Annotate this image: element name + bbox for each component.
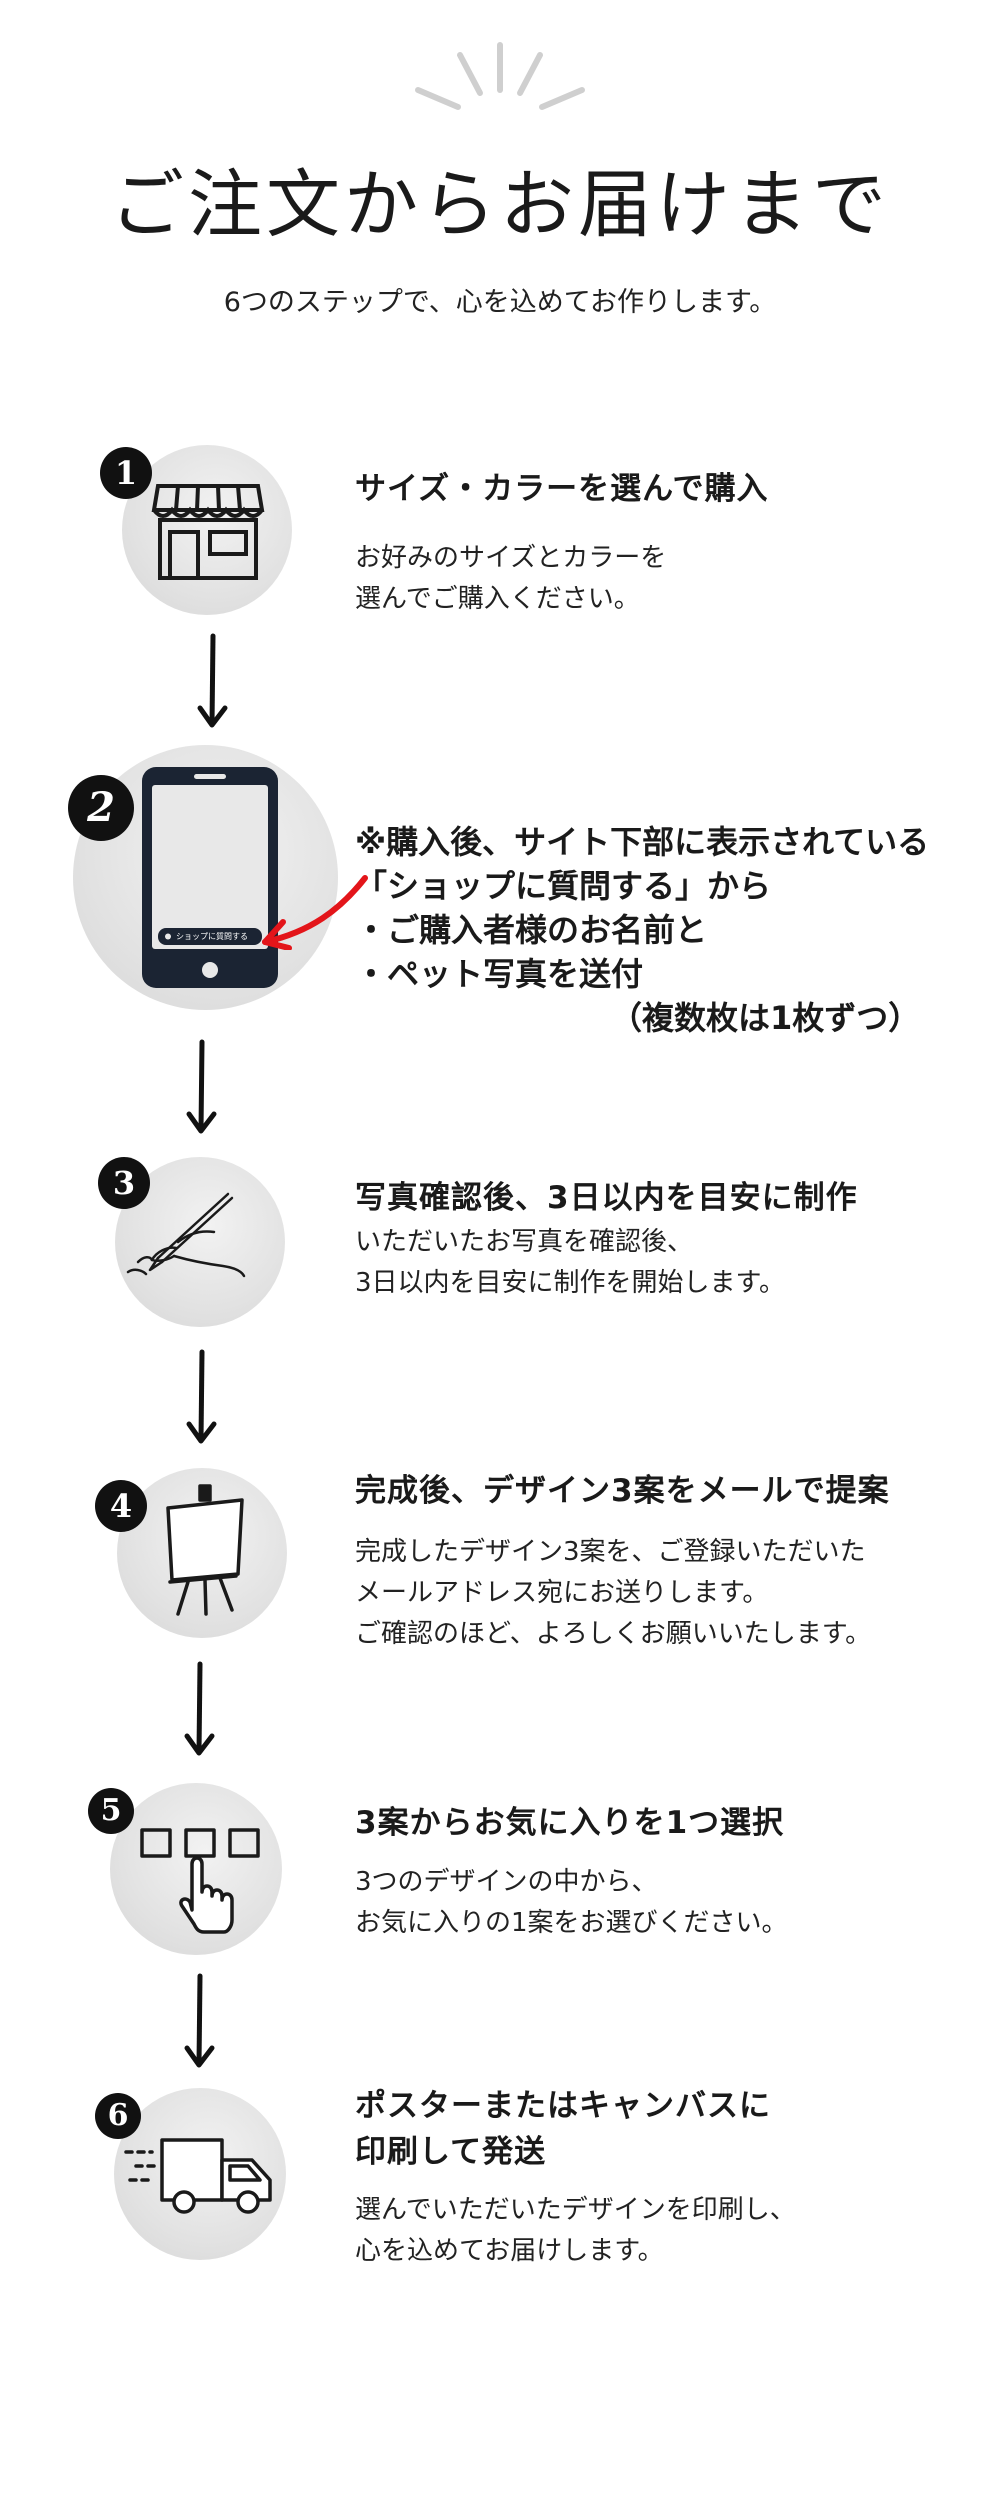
step-4-badge: 4 [95,1480,147,1532]
step-6-title: ポスターまたはキャンバスに 印刷して発送 [355,2088,771,2170]
down-arrow-icon [186,1039,217,1134]
step-3-badge: 3 [98,1157,150,1209]
page-title: ご注文からお届けまで [110,162,890,248]
easel-icon [166,1484,244,1616]
down-arrow-icon [186,1349,217,1444]
step-2-badge: 2 [68,775,134,841]
step-3-body: いただいたお写真を確認後、 3日以内を目安に制作を開始します。 [355,1227,785,1298]
red-arrow-icon [262,875,368,950]
step-6-body: 選んでいただいたデザインを印刷し、 心を込めてお届けします。 [355,2195,796,2266]
delivery-truck-icon [124,2138,272,2214]
shop-icon [151,484,265,580]
sunburst-icon [415,42,585,110]
step-3-title: 写真確認後、3日以内を目安に制作 [355,1180,858,1216]
step-6-badge: 6 [95,2093,141,2139]
step-5-title: 3案からお気に入りを1つ選択 [355,1805,785,1841]
step-1-badge: 1 [100,447,152,499]
drawing-hand-icon [126,1192,246,1278]
step-1-title: サイズ・カラーを選んで購入 [355,471,769,507]
step-4-body: 完成したデザイン3案を、ご登録いただいた メールアドレス宛にお送りします。 ご確… [355,1537,872,1649]
select-option-icon [140,1828,260,1934]
step-5-badge: 5 [88,1788,134,1834]
step-4-title: 完成後、デザイン3案をメールで提案 [355,1473,890,1509]
down-arrow-icon [184,1973,215,2068]
down-arrow-icon [197,633,228,728]
page-subtitle: 6つのステップで、心を込めてお作りします。 [223,287,777,318]
phone-ask-shop-button: ショップに質問する [176,932,248,941]
step-5-body: 3つのデザインの中から、 お気に入りの1案をお選びください。 [355,1867,788,1938]
step-2-text: ※購入後、サイト下部に表示されている 「ショップに質問する」から ・ご購入者様の… [355,823,930,1037]
down-arrow-icon [184,1661,215,1756]
step-1-body: お好みのサイズとカラーを 選んでご購入ください。 [355,543,667,614]
smartphone-icon [142,767,278,988]
